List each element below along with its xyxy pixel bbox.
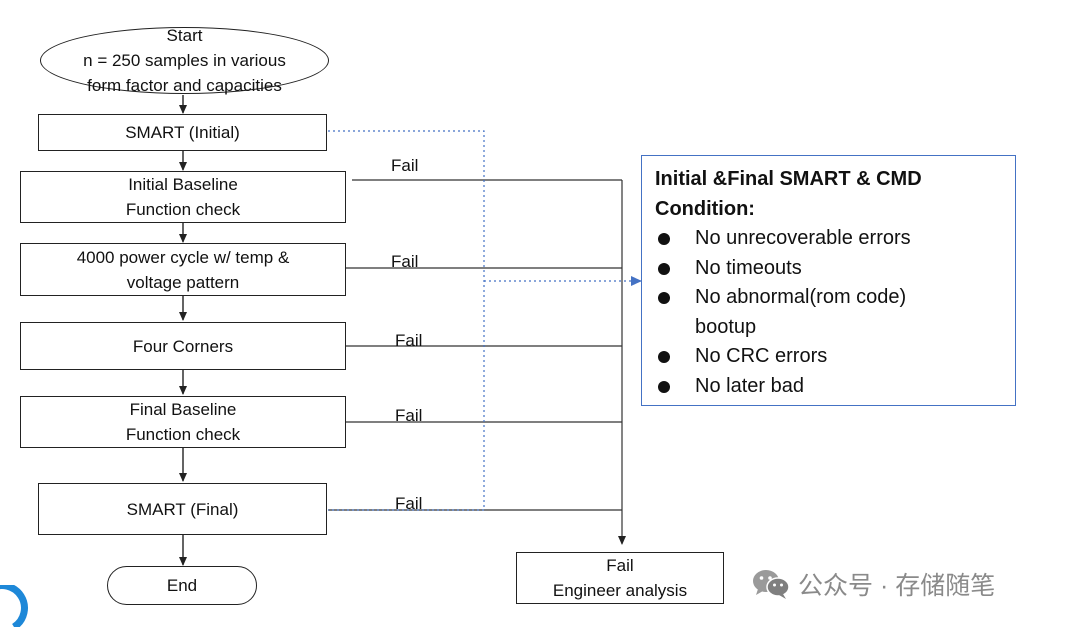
initial-baseline-box: Initial Baseline Function check (20, 171, 346, 223)
end-label: End (166, 576, 198, 595)
step-label: Function check (125, 200, 241, 219)
condition-item: No CRC errors (655, 342, 1003, 372)
condition-item: No unrecoverable errors (655, 224, 1003, 254)
four-corners-box: Four Corners (20, 322, 346, 370)
step-label: 4000 power cycle w/ temp & (76, 247, 290, 267)
start-line: n = 250 samples in various (83, 51, 286, 70)
condition-item-continuation: bootup (695, 315, 757, 338)
fail-label: Fail (391, 156, 419, 175)
step-label: Final Baseline (129, 400, 237, 419)
step-label: SMART (Final) (126, 499, 239, 519)
watermark-text: 公众号 · 存储随笔 (798, 572, 996, 600)
watermark: 公众号 · 存储随笔 (752, 566, 995, 602)
fail-label: Fail (395, 494, 423, 513)
end-node: End (107, 566, 257, 605)
condition-item: No abnormal(rom code) (655, 283, 1003, 313)
fail-label: Fail (391, 252, 419, 271)
step-label: voltage pattern (126, 272, 240, 292)
condition-box: Initial &Final SMART & CMD Condition: No… (641, 155, 1016, 406)
final-baseline-box: Final Baseline Function check (20, 396, 346, 448)
condition-list: No unrecoverable errors No timeouts No a… (655, 224, 1003, 401)
fail-label: Fail (395, 406, 423, 425)
start-line: form factor and capacities (87, 76, 282, 95)
step-label: Initial Baseline (128, 175, 238, 194)
condition-title: Initial &Final SMART & CMD Condition: (655, 164, 1003, 224)
step-label: Four Corners (132, 336, 234, 356)
condition-title-line: Initial &Final SMART & CMD (655, 168, 922, 190)
power-cycle-box: 4000 power cycle w/ temp & voltage patte… (20, 243, 346, 296)
engineer-analysis-box: Fail Engineer analysis (516, 552, 724, 604)
step-label: Function check (125, 425, 241, 444)
smart-link-line (328, 130, 485, 511)
corner-logo-fragment (0, 585, 28, 627)
start-node: Start n = 250 samples in various form fa… (40, 26, 329, 95)
condition-title-line: Condition: (655, 198, 755, 220)
start-line: Start (166, 26, 203, 45)
condition-item: No later bad (655, 372, 1003, 402)
smart-initial-box: SMART (Initial) (38, 114, 327, 151)
fail-box-line: Fail (606, 556, 634, 575)
step-label: SMART (Initial) (125, 123, 240, 142)
wechat-icon (753, 570, 790, 599)
fail-label: Fail (395, 331, 423, 350)
smart-final-box: SMART (Final) (38, 483, 327, 535)
fail-box-line: Engineer analysis (552, 581, 688, 600)
condition-item: No timeouts (655, 254, 1003, 284)
